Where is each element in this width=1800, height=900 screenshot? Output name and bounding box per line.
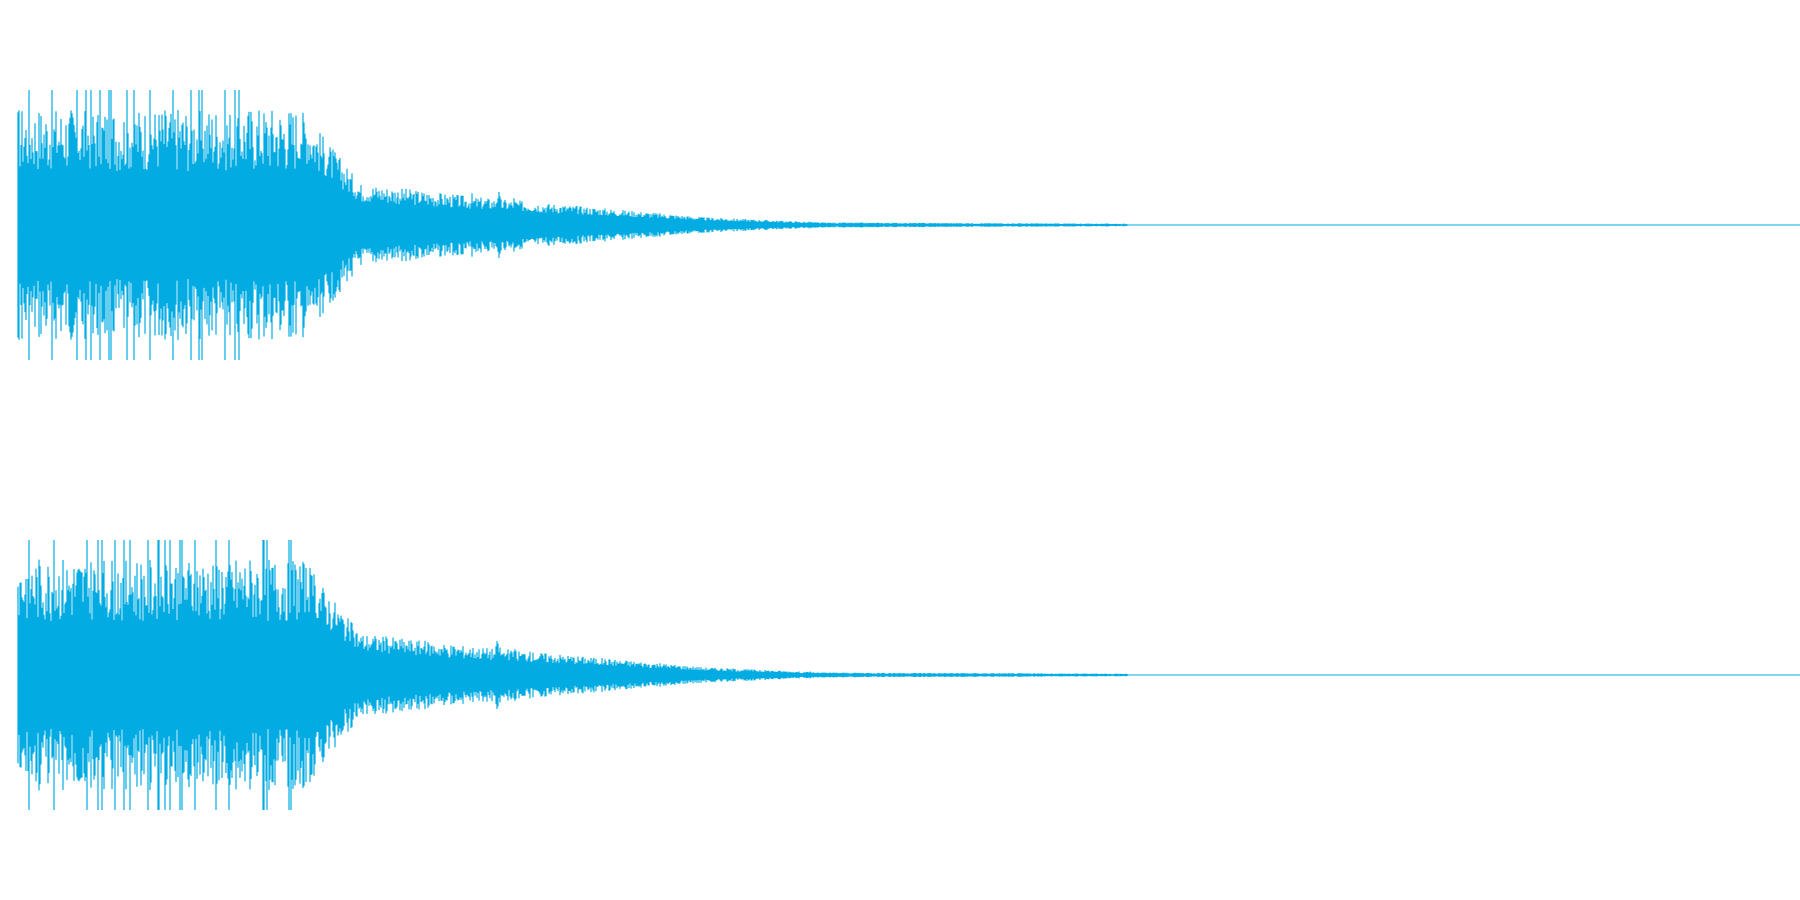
waveform-channel-2 <box>0 450 1800 900</box>
waveform-channel-1 <box>17 90 1800 360</box>
waveform-channel-2-canvas <box>17 540 1800 810</box>
waveform-channel-1-canvas <box>17 90 1800 360</box>
